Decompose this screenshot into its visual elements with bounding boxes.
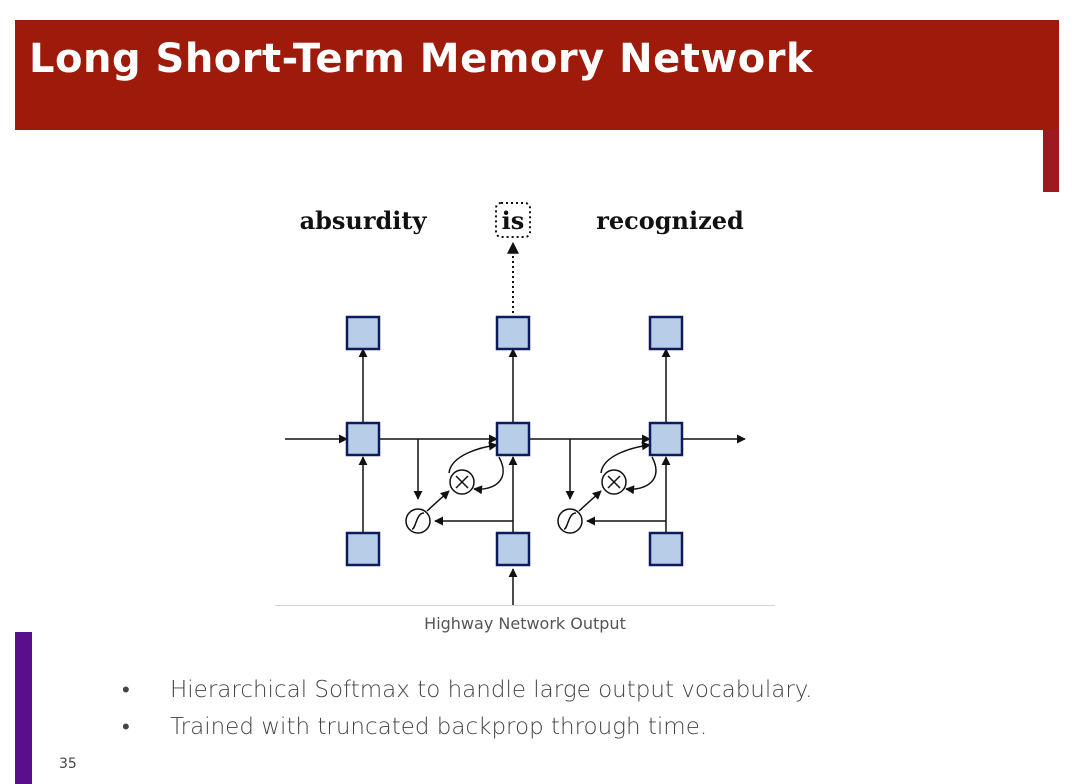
hidden-node-1 bbox=[345, 421, 381, 457]
hidden-node-2 bbox=[495, 421, 531, 457]
lstm-diagram-svg: absurdity is recognized bbox=[285, 202, 746, 605]
bullet-text: Trained with truncated backprop through … bbox=[170, 714, 708, 740]
sigmoid-gate-1 bbox=[405, 508, 431, 534]
gate1-curve-out bbox=[448, 441, 498, 474]
input-node-3 bbox=[648, 531, 684, 567]
output-node-1 bbox=[345, 315, 381, 351]
highlight-box bbox=[495, 202, 531, 238]
multiply-gate-1 bbox=[449, 469, 475, 495]
gate2-curve-back bbox=[625, 456, 657, 495]
gate1-curve-back bbox=[473, 456, 504, 495]
input-node-1 bbox=[345, 531, 381, 567]
bullet-text: Hierarchical Softmax to handle large out… bbox=[170, 677, 813, 703]
input-node-2 bbox=[495, 531, 531, 567]
gate2-curve-out bbox=[600, 441, 651, 474]
figure-caption: Highway Network Output bbox=[424, 614, 626, 633]
hidden-node-3 bbox=[648, 421, 684, 457]
bullet-item: • Hierarchical Softmax to handle large ou… bbox=[122, 672, 812, 709]
sigmoid-gate-2 bbox=[557, 508, 583, 534]
output-node-2 bbox=[495, 315, 531, 351]
bullet-dot: • bbox=[122, 678, 130, 703]
gate1-sigmoid-to-mult bbox=[426, 490, 450, 512]
output-node-3 bbox=[648, 315, 684, 351]
slide-number: 35 bbox=[59, 756, 77, 772]
right-accent-bar bbox=[1043, 130, 1059, 192]
lstm-diagram: absurdity is recognized bbox=[275, 193, 775, 606]
bullet-dot: • bbox=[122, 715, 130, 740]
left-accent-bar bbox=[15, 632, 32, 784]
word-is: is bbox=[502, 206, 525, 235]
bullet-list: • Hierarchical Softmax to handle large ou… bbox=[122, 672, 812, 746]
word-recognized: recognized bbox=[596, 206, 744, 235]
slide-title: Long Short-Term Memory Network bbox=[29, 36, 814, 82]
gate2-sigmoid-to-mult bbox=[578, 490, 602, 512]
word-absurdity: absurdity bbox=[300, 206, 428, 235]
title-bar: Long Short-Term Memory Network bbox=[15, 20, 1059, 130]
multiply-gate-2 bbox=[601, 469, 627, 495]
bullet-item: • Trained with truncated backprop through… bbox=[122, 709, 812, 746]
